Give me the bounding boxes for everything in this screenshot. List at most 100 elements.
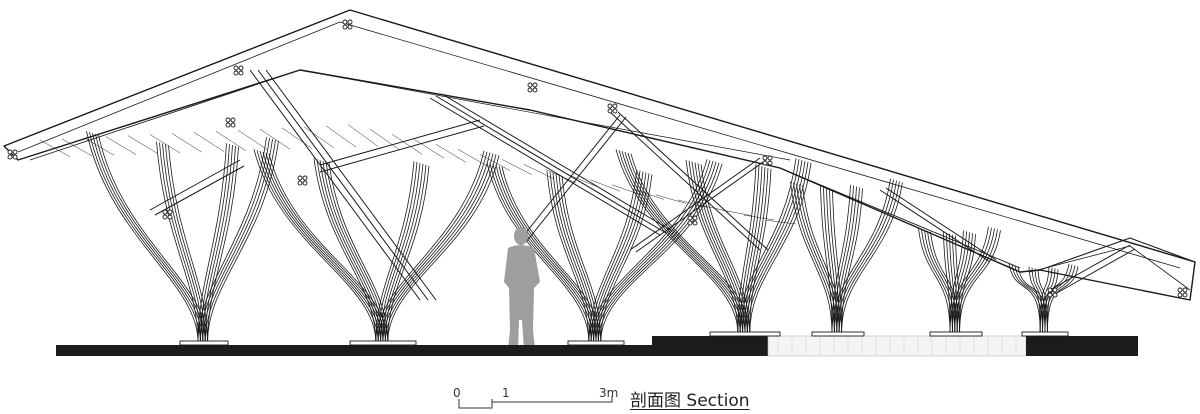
bolt-node xyxy=(767,160,773,166)
bamboo-stem xyxy=(546,171,590,343)
roof-rib xyxy=(237,129,269,151)
roof-rib xyxy=(743,214,775,221)
bamboo-stem xyxy=(486,162,590,343)
column-bases xyxy=(179,331,1069,346)
bamboo-stem xyxy=(168,145,208,343)
roof-rib xyxy=(589,179,621,192)
human-figure xyxy=(504,227,540,350)
bamboo-stem xyxy=(615,149,739,334)
bolt-node xyxy=(612,103,618,109)
roof-rib xyxy=(479,154,511,171)
bamboo-stem xyxy=(328,162,389,343)
bamboo-stem xyxy=(956,229,998,334)
bolt-node xyxy=(162,209,168,215)
bamboo-stem xyxy=(744,160,806,334)
bolt-node xyxy=(607,108,613,114)
bolt-node xyxy=(238,65,244,71)
bamboo-stem xyxy=(737,164,757,334)
bolt-node xyxy=(7,149,13,155)
roof-rib xyxy=(457,149,489,167)
bolt-node xyxy=(302,175,308,181)
bamboo-stem xyxy=(377,151,488,343)
bamboo-stem xyxy=(202,145,233,343)
bolt-node xyxy=(612,108,618,114)
bamboo-stem xyxy=(197,137,267,343)
bolt-node xyxy=(167,214,173,220)
bamboo-stem xyxy=(838,181,900,334)
bolt-node xyxy=(1047,292,1053,298)
bamboo-stem xyxy=(927,230,958,334)
bamboo-stem xyxy=(943,231,951,334)
bolt-node xyxy=(1182,292,1188,298)
bamboo-stem xyxy=(382,153,494,343)
bolt-node xyxy=(347,19,353,25)
bamboo-stem xyxy=(92,132,204,343)
bamboo-stem xyxy=(749,162,812,334)
bamboo-stem xyxy=(747,167,769,334)
bolt-node xyxy=(762,155,768,161)
bamboo-stem xyxy=(1044,265,1076,334)
roof-rib xyxy=(655,194,687,204)
bamboo-stem xyxy=(831,178,891,334)
bamboo-stem xyxy=(685,159,739,334)
bolt-node xyxy=(692,215,698,221)
bamboo-stem xyxy=(549,172,592,343)
bolt-node xyxy=(167,209,173,215)
bolt-node xyxy=(687,215,693,221)
bamboo-stem xyxy=(204,145,236,343)
roof-rib xyxy=(127,135,159,154)
bamboo-stem xyxy=(793,182,835,334)
bamboo-stem xyxy=(200,144,230,343)
bamboo-stem xyxy=(956,233,973,334)
bolt-node xyxy=(692,220,698,226)
bolt-node xyxy=(347,24,353,30)
roof-rib xyxy=(281,127,313,149)
roof-rib xyxy=(369,128,401,151)
bamboo-stem xyxy=(319,160,381,343)
bamboo-stem xyxy=(790,181,833,334)
bamboo-stem xyxy=(838,187,860,334)
roof-rib xyxy=(61,138,93,157)
bamboo-stem xyxy=(952,227,992,334)
bamboo-stem xyxy=(836,180,897,334)
bamboo-stem xyxy=(834,185,854,334)
roof-rib xyxy=(193,132,225,152)
bolt-node xyxy=(342,19,348,25)
bolt-node xyxy=(302,180,308,186)
bamboo-stem xyxy=(841,182,903,334)
bolt-node xyxy=(527,87,533,93)
roof-rib xyxy=(611,184,643,196)
bolt-node xyxy=(297,175,303,181)
bamboo-stem xyxy=(737,158,797,334)
bolt-node xyxy=(532,87,538,93)
bamboo-stem xyxy=(918,228,951,334)
roof-rib xyxy=(259,128,291,150)
bamboo-stem xyxy=(949,230,964,334)
roof-rib xyxy=(105,136,137,155)
bamboo-stem xyxy=(796,183,838,334)
bolt-node xyxy=(767,155,773,161)
roof-rib xyxy=(721,209,753,217)
bolt-node xyxy=(532,82,538,88)
bamboo-stem xyxy=(831,184,851,334)
bamboo-stem xyxy=(86,131,199,343)
bamboo-stem xyxy=(375,150,485,343)
bamboo-stem xyxy=(200,138,270,343)
ground-slab xyxy=(56,335,1138,357)
bamboo-stem xyxy=(959,230,1001,334)
bolt-node xyxy=(7,154,13,160)
bolt-node xyxy=(1047,287,1053,293)
bamboo-stem xyxy=(262,151,384,343)
bamboo-stem xyxy=(322,160,384,343)
bamboo-stem xyxy=(946,232,953,334)
bamboo-stem xyxy=(1014,265,1046,334)
bolt-node xyxy=(1182,287,1188,293)
bamboo-stem xyxy=(959,234,976,334)
bamboo-stem xyxy=(841,188,863,334)
bolt-node xyxy=(238,70,244,76)
bolt-node xyxy=(12,154,18,160)
bamboo-stem xyxy=(744,166,766,334)
bamboo-stem xyxy=(95,133,206,343)
bamboo-stem xyxy=(1008,263,1041,334)
